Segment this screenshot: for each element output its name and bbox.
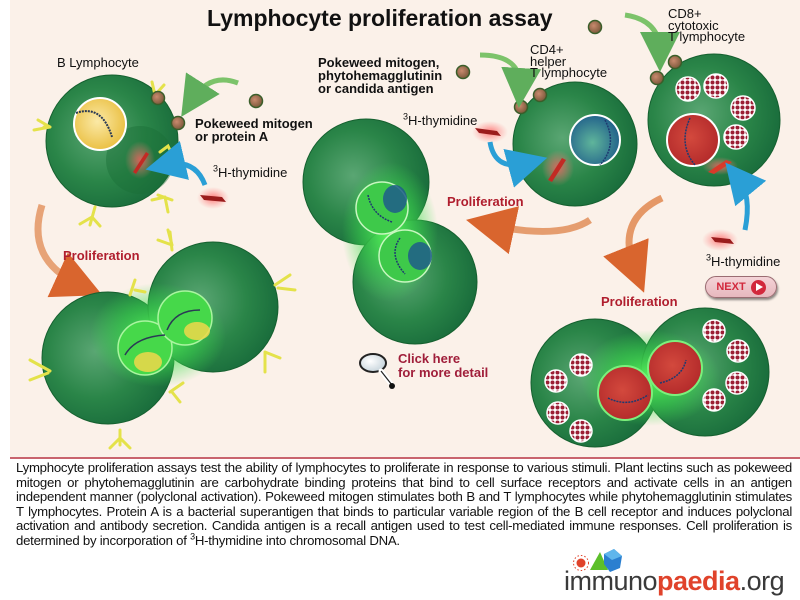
t-stimulus-label-line2: phytohemagglutinin bbox=[318, 68, 443, 83]
next-button[interactable]: NEXT bbox=[705, 276, 777, 298]
uptake-arrow bbox=[487, 141, 548, 188]
b-cell-dividing bbox=[41, 241, 279, 425]
thymidine-molecule bbox=[475, 128, 501, 136]
mitogen-bead bbox=[667, 54, 683, 70]
mitogen-bead bbox=[170, 115, 186, 131]
more-detail-line2: for more detail bbox=[398, 365, 489, 380]
mitogen-bead bbox=[532, 87, 548, 103]
cd8-t-cell bbox=[647, 53, 781, 187]
dividing-cell-receptors bbox=[28, 228, 297, 450]
mitogen-bead bbox=[150, 90, 166, 106]
logo-text-part3: .org bbox=[739, 566, 785, 596]
mitogen-bead bbox=[248, 93, 264, 109]
play-icon bbox=[750, 279, 766, 295]
b-stimulus-label-line1: Pokeweed mitogen bbox=[195, 116, 313, 131]
uptake-arrow bbox=[145, 140, 208, 186]
b-proliferation-label: Proliferation bbox=[63, 248, 140, 263]
thymidine-text: H-thymidine bbox=[218, 165, 288, 180]
chromosome bbox=[75, 110, 113, 138]
proliferation-arrow bbox=[466, 206, 592, 255]
description-body: Lymphocyte proliferation assays test the… bbox=[16, 460, 792, 548]
t-cell-dividing bbox=[302, 118, 478, 345]
t-stimulus-label-line1: Pokeweed mitogen, bbox=[318, 55, 440, 70]
next-button-label: NEXT bbox=[716, 281, 746, 293]
mitogen-bead bbox=[587, 19, 603, 35]
mitogen-bead bbox=[649, 70, 665, 86]
thymidine-text: H-thymidine bbox=[408, 113, 478, 128]
proliferation-arrow bbox=[34, 203, 103, 298]
immunopaedia-logo[interactable]: immunopaedia.org bbox=[552, 548, 792, 598]
logo-mark-icon bbox=[573, 549, 622, 572]
thymidine-molecule bbox=[711, 237, 734, 244]
proliferation-arrow bbox=[603, 194, 664, 293]
isotope-superscript: 3 bbox=[706, 252, 712, 263]
b-thymidine-label: 3H-thymidine bbox=[213, 163, 288, 180]
logo-text-part1: immuno bbox=[564, 566, 658, 596]
cd8-label-line1: CD8+ bbox=[668, 6, 702, 21]
logo-text-part2: paedia bbox=[657, 566, 740, 596]
cd4-thymidine-label: 3H-thymidine bbox=[403, 111, 478, 128]
more-detail-line1: Click here bbox=[398, 351, 461, 366]
description-text: Lymphocyte proliferation assays test the… bbox=[16, 460, 792, 549]
cd8-cell-dividing bbox=[530, 307, 770, 448]
cd8-proliferation-label: Proliferation bbox=[601, 294, 678, 309]
diagram-artwork bbox=[28, 12, 781, 450]
isotope-superscript: 3 bbox=[403, 111, 409, 122]
cd4-label-line2: helper bbox=[530, 54, 567, 69]
description-end: H-thymidine into chromosomal DNA. bbox=[194, 532, 400, 548]
t-stimulus-label-line3: or candida antigen bbox=[318, 81, 434, 96]
binding-arrow bbox=[181, 72, 239, 117]
isotope-superscript: 3 bbox=[213, 163, 219, 174]
binding-arrow bbox=[479, 52, 542, 108]
binding-arrow bbox=[624, 12, 680, 72]
isotope-superscript: 3 bbox=[190, 531, 195, 542]
cd8-label-line3: T lymphocyte bbox=[668, 29, 746, 44]
thymidine-molecule bbox=[200, 195, 226, 202]
nucleus bbox=[73, 97, 127, 151]
divider bbox=[10, 457, 800, 459]
more-detail-link[interactable]: Click here for more detail bbox=[358, 352, 498, 394]
logo-text: immunopaedia.org bbox=[564, 566, 785, 597]
page-title: Lymphocyte proliferation assay bbox=[207, 5, 553, 31]
thymidine-text: H-thymidine bbox=[711, 254, 781, 269]
thymidine-incorporated bbox=[133, 152, 149, 174]
cd4-t-cell bbox=[512, 81, 638, 207]
cd8-label-line2: cytotoxic bbox=[668, 18, 719, 33]
b-stimulus-label-line2: or protein A bbox=[195, 129, 269, 144]
magnifier-icon bbox=[359, 353, 395, 389]
b-lymphocyte-label: B Lymphocyte bbox=[57, 55, 139, 70]
cd4-label-line1: CD4+ bbox=[530, 42, 564, 57]
mitogen-bead bbox=[455, 64, 471, 80]
cd4-proliferation-label: Proliferation bbox=[447, 194, 524, 209]
mitogen-bead bbox=[513, 99, 529, 115]
cd8-thymidine-label: 3H-thymidine bbox=[706, 252, 781, 269]
uptake-arrow bbox=[725, 162, 767, 231]
cd4-label-line3: T lymphocyte bbox=[530, 65, 608, 80]
